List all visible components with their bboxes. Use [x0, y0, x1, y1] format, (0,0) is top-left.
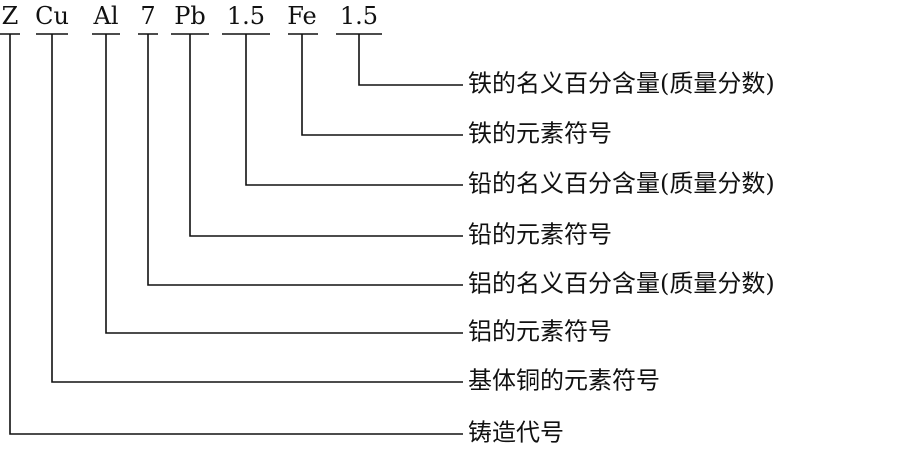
label-fe-content: 铁的名义百分含量(质量分数)	[468, 70, 775, 98]
connector-lines	[9, 34, 463, 435]
designation-tokens: Z Cu Al 7 Pb 1.5 Fe 1.5	[2, 2, 378, 30]
connector-7	[147, 34, 463, 286]
connector-pb-content	[245, 34, 463, 186]
token-pb-content: 1.5	[227, 2, 265, 30]
token-pb: Pb	[174, 2, 206, 30]
token-al: Al	[92, 2, 118, 30]
connector-al	[105, 34, 463, 334]
label-cu-base-symbol: 基体铜的元素符号	[468, 367, 660, 395]
label-pb-content: 铅的名义百分含量(质量分数)	[468, 170, 775, 198]
connector-pb	[189, 34, 463, 237]
label-casting-code: 铸造代号	[468, 419, 564, 447]
connector-cu	[51, 34, 463, 383]
token-7: 7	[140, 2, 155, 30]
connector-fe	[301, 34, 463, 136]
connector-z	[9, 34, 463, 435]
token-cu: Cu	[35, 2, 69, 30]
designation-labels: 铁的名义百分含量(质量分数) 铁的元素符号 铅的名义百分含量(质量分数) 铅的元…	[468, 70, 775, 447]
label-pb-symbol: 铅的元素符号	[468, 221, 612, 249]
label-fe-symbol: 铁的元素符号	[468, 120, 612, 148]
label-al-content: 铝的名义百分含量(质量分数)	[468, 270, 775, 298]
token-z: Z	[2, 2, 19, 30]
label-al-symbol: 铝的元素符号	[468, 318, 612, 346]
token-fe-content: 1.5	[340, 2, 378, 30]
connector-fe-content	[358, 34, 463, 86]
token-fe: Fe	[287, 2, 317, 30]
